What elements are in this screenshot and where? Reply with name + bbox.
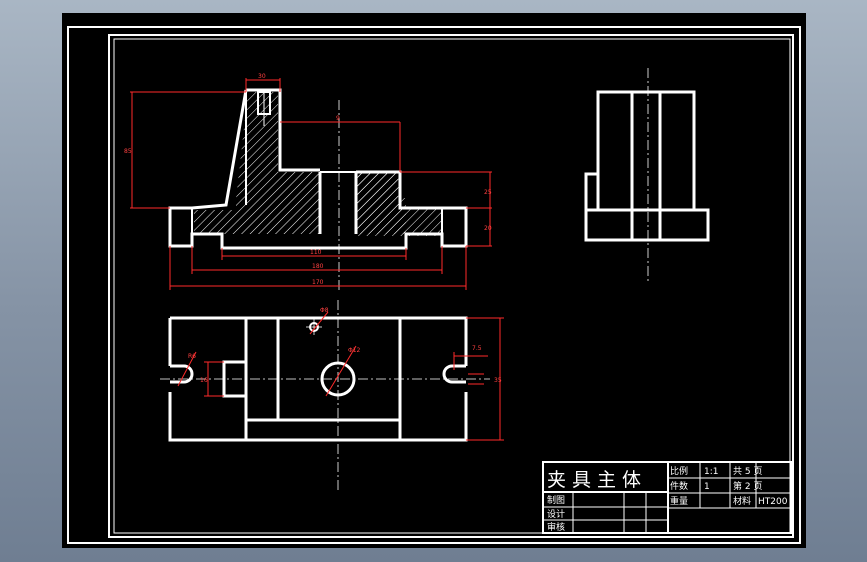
drawn-label: 制图 [547, 494, 565, 506]
dim-170: 170 [312, 279, 324, 286]
top-view [160, 300, 490, 490]
part-name: 夹具主体 [547, 469, 647, 491]
count-label: 件数 [670, 480, 688, 492]
dim-bore: Φ12 [348, 347, 361, 354]
title-block: 夹具主体 比例 1:1 共 5 页 件数 1 第 2 页 重量 材料 HT200… [542, 461, 792, 534]
top-dimensions: 35 7.5 16 R6 Φ12 Φ8 [177, 307, 504, 441]
dim-slot-depth: 7.5 [472, 345, 482, 352]
dim-top-width: 30 [258, 73, 266, 80]
dim-center-offset: 9 [336, 115, 340, 122]
scale-value: 1:1 [704, 467, 718, 477]
scale-label: 比例 [670, 465, 688, 477]
sheet-no-label: 第 2 页 [733, 480, 762, 492]
front-dimensions: 85 30 9 25 20 110 180 170 [124, 73, 492, 290]
outer-border [67, 26, 801, 544]
dim-slot-radius: R6 [188, 353, 196, 360]
dim-plate-width: 35 [494, 377, 502, 384]
weight-label: 重量 [670, 495, 688, 507]
dim-base-height: 20 [484, 225, 492, 232]
drawing-frame [113, 38, 791, 534]
dim-flange-height: 25 [484, 189, 492, 196]
count-value: 1 [704, 482, 710, 492]
dim-180: 180 [312, 263, 324, 270]
dim-left-slot: 16 [200, 377, 208, 384]
dim-110: 110 [310, 249, 322, 256]
side-view [584, 68, 710, 282]
dim-small-hole: Φ8 [320, 307, 329, 314]
dim-overall-height: 85 [124, 148, 132, 155]
designed-label: 设计 [547, 508, 565, 520]
sheets-label: 共 5 页 [733, 466, 762, 477]
inner-border [108, 34, 794, 538]
drawing-sheet [62, 13, 806, 548]
checked-label: 审核 [547, 521, 565, 533]
material-value: HT200 [758, 497, 788, 507]
material-label: 材料 [733, 495, 751, 507]
